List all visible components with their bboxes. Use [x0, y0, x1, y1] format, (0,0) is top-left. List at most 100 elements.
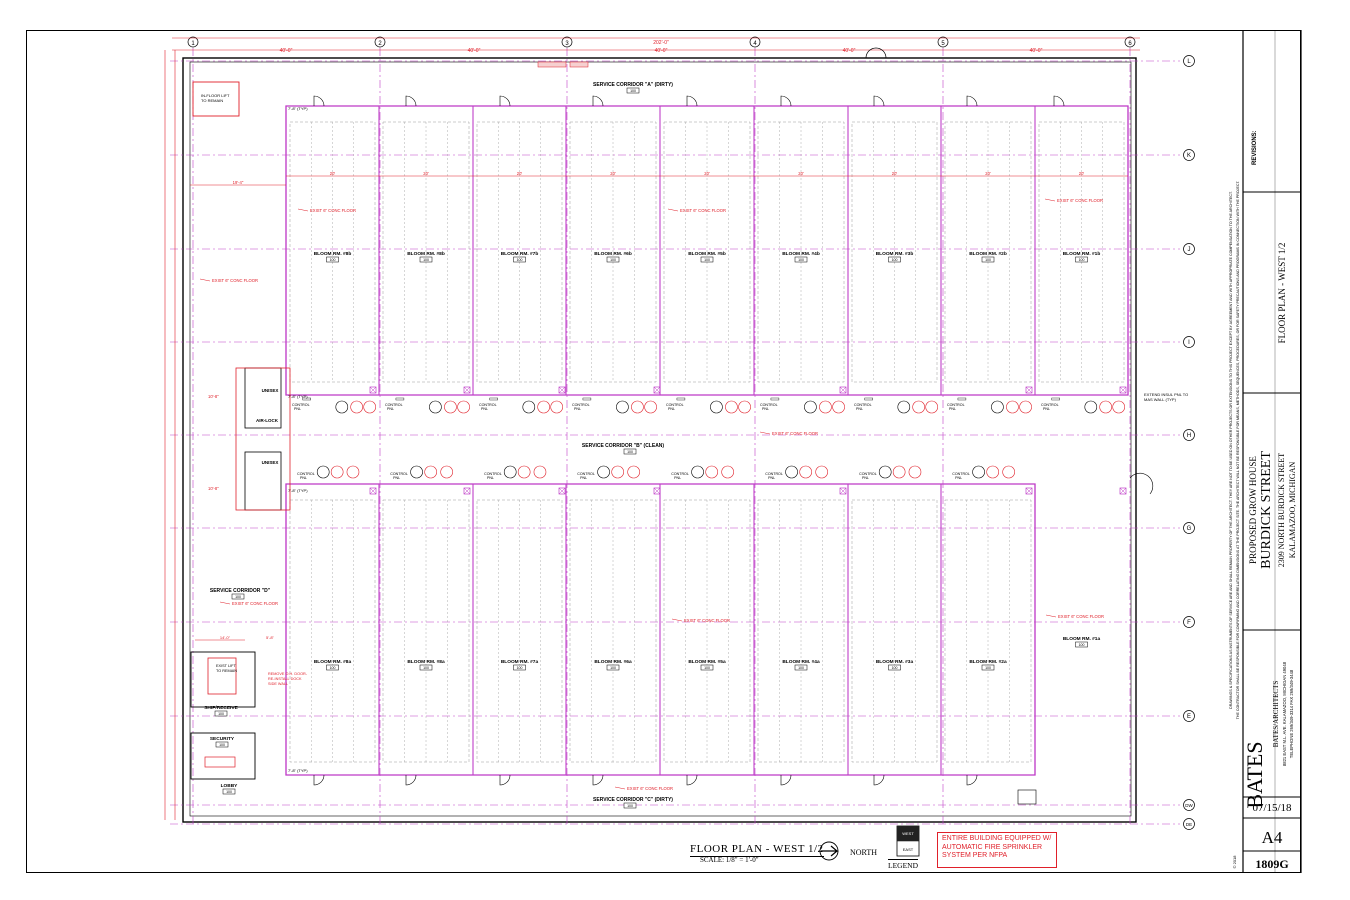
job-number: 1809G: [1255, 857, 1288, 871]
column-marker-lower: [1119, 487, 1127, 495]
room-dim-text: 20': [704, 171, 710, 176]
bay-dim-text: 40'-0": [843, 48, 856, 54]
grid-label-column: 4: [753, 41, 757, 47]
corridor-d-label: SERVICE CORRIDOR "D": [210, 588, 271, 594]
lower-room-tag: 100: [1079, 643, 1085, 647]
grid-label-column: 6: [1128, 41, 1132, 47]
upper-room-name: BLOOM RM. #6b: [594, 251, 632, 257]
lower-room-tag: 100: [985, 666, 991, 670]
column-marker-upper: [1025, 386, 1033, 394]
upper-control-panel-label: CONTROL: [479, 403, 497, 407]
overall-dim-text: 202'-0": [653, 40, 669, 46]
upper-room-name: BLOOM RM. #3b: [876, 251, 914, 257]
upper-control-panel-label: CONTROL: [385, 403, 403, 407]
upper-control-panel-label-2: PNL: [574, 407, 581, 411]
column-marker-upper: [839, 386, 847, 394]
column-marker-upper: [463, 386, 471, 394]
upper-control-panel-label: CONTROL: [666, 403, 684, 407]
lower-room-tag-box: [419, 664, 433, 671]
lower-bench-outline: [289, 499, 376, 763]
lower-room-name: BLOOM RM. #7a: [501, 659, 539, 665]
column-marker-x2: [558, 386, 566, 394]
lower-room-tag-box: [794, 664, 808, 671]
floor-note-leader: [1044, 198, 1056, 202]
lower-dehu-unit-2: [330, 465, 344, 479]
upper-control-panel-label: CONTROL: [947, 403, 965, 407]
firm-address: 8821 EAST M.L. AVE. KALAMAZOO, MICHIGAN …: [1282, 661, 1287, 766]
lower-dehu-unit-3: [627, 465, 640, 479]
grid-label-column: 3: [565, 41, 569, 47]
upper-room-tag-box: [794, 256, 808, 263]
column-marker-x4: [463, 487, 471, 495]
upper-dehu-unit-2: [912, 400, 925, 414]
lower-room-tag: 100: [330, 666, 336, 670]
sheet-title: FLOOR PLAN - WEST 1/2: [1277, 243, 1287, 344]
upper-dehu-unit-2: [444, 400, 457, 414]
in-floor-lift-box: [192, 81, 240, 117]
grid-bubble-column: [374, 36, 386, 48]
lower-room-tag-box: [326, 664, 339, 671]
remove-door-note-3: SIDE WALL: [268, 682, 288, 686]
copyright-year: © 2018: [1232, 855, 1237, 869]
typ-dim-note: 7'-8" (TYP): [288, 394, 308, 399]
security-room: [190, 732, 256, 780]
upper-room-tag: 100: [892, 258, 898, 262]
upper-room-name: BLOOM RM. #7b: [501, 251, 539, 257]
upper-door-swing: [313, 95, 325, 107]
lower-bench-outline: [757, 499, 845, 763]
upper-room-name: BLOOM RM. #5b: [688, 251, 726, 257]
lower-dehu-unit: [878, 465, 892, 479]
upper-dehu-unit-3: [363, 400, 377, 414]
typ-dim-note: 7'-8" (TYP): [288, 488, 308, 493]
plan-scale: SCALE: 1/8" = 1'-0": [700, 856, 759, 864]
floor-note: EXIST 6" CONC FLOOR: [1058, 614, 1104, 619]
grid-label-column: 2: [378, 41, 382, 47]
legend-west-fill: [897, 826, 919, 841]
floor-note-leader: [1045, 614, 1057, 618]
exist-lift-note: EXIST LIFT: [216, 664, 236, 668]
upper-control-panel-label: CONTROL: [572, 403, 590, 407]
bay-dim-text: 40'-0": [1030, 48, 1043, 54]
upper-room-tag-box: [888, 256, 901, 263]
lower-door-swing: [686, 774, 698, 786]
lower-door-swing: [313, 774, 325, 786]
airlock-label: AIR-LOCK: [256, 418, 279, 423]
upper-door-swing: [780, 95, 792, 107]
upper-control-panel-label-2: PNL: [949, 407, 956, 411]
grid-bubble-row: [1183, 243, 1195, 255]
grid-bubble-row: [1183, 616, 1195, 628]
lower-control-panel-label-2: PNL: [768, 476, 775, 480]
floor-note-leader: [297, 208, 309, 212]
upper-dehu-unit-2: [350, 400, 363, 414]
lower-bench-outline: [851, 499, 938, 763]
grid-bubble-row: [1183, 55, 1195, 67]
upper-control-panel-label-2: PNL: [387, 407, 394, 411]
column-marker-x4: [653, 487, 661, 495]
column-marker-upper: [558, 386, 566, 394]
column-marker-lower: [1025, 487, 1033, 495]
lower-dehu-unit-3: [908, 465, 922, 479]
room-dim-text: 20': [1079, 171, 1085, 176]
upper-control-panel-label-2: PNL: [668, 407, 675, 411]
upper-door-swing: [592, 95, 604, 107]
firm-name: BATES/ARCHITECTS: [1272, 681, 1280, 748]
floor-note-leader: [667, 208, 679, 212]
grid-bubble-row: [1183, 818, 1195, 830]
upper-room-tag: 100: [330, 258, 336, 262]
legend-label: LEGEND: [888, 859, 918, 870]
floor-note-leader: [219, 601, 231, 605]
upper-control-panel: [1051, 397, 1060, 401]
lower-control-panel-label: CONTROL: [671, 472, 689, 476]
upper-dehu-unit-2: [1099, 400, 1112, 414]
sheet-number: A4: [1262, 828, 1283, 847]
upper-control-panel-label: CONTROL: [1041, 403, 1059, 407]
upper-control-panel: [582, 397, 592, 401]
column-marker-x4: [1025, 487, 1033, 495]
upper-control-panel-label-2: PNL: [762, 407, 769, 411]
upper-room-tag: 100: [1079, 258, 1085, 262]
lower-room-name: BLOOM RM. #3a: [876, 659, 914, 665]
grid-label-column: 1: [191, 41, 195, 47]
column-marker-x4: [1119, 487, 1127, 495]
lower-dehu-unit: [972, 465, 985, 479]
column-marker-x2: [1025, 386, 1033, 394]
